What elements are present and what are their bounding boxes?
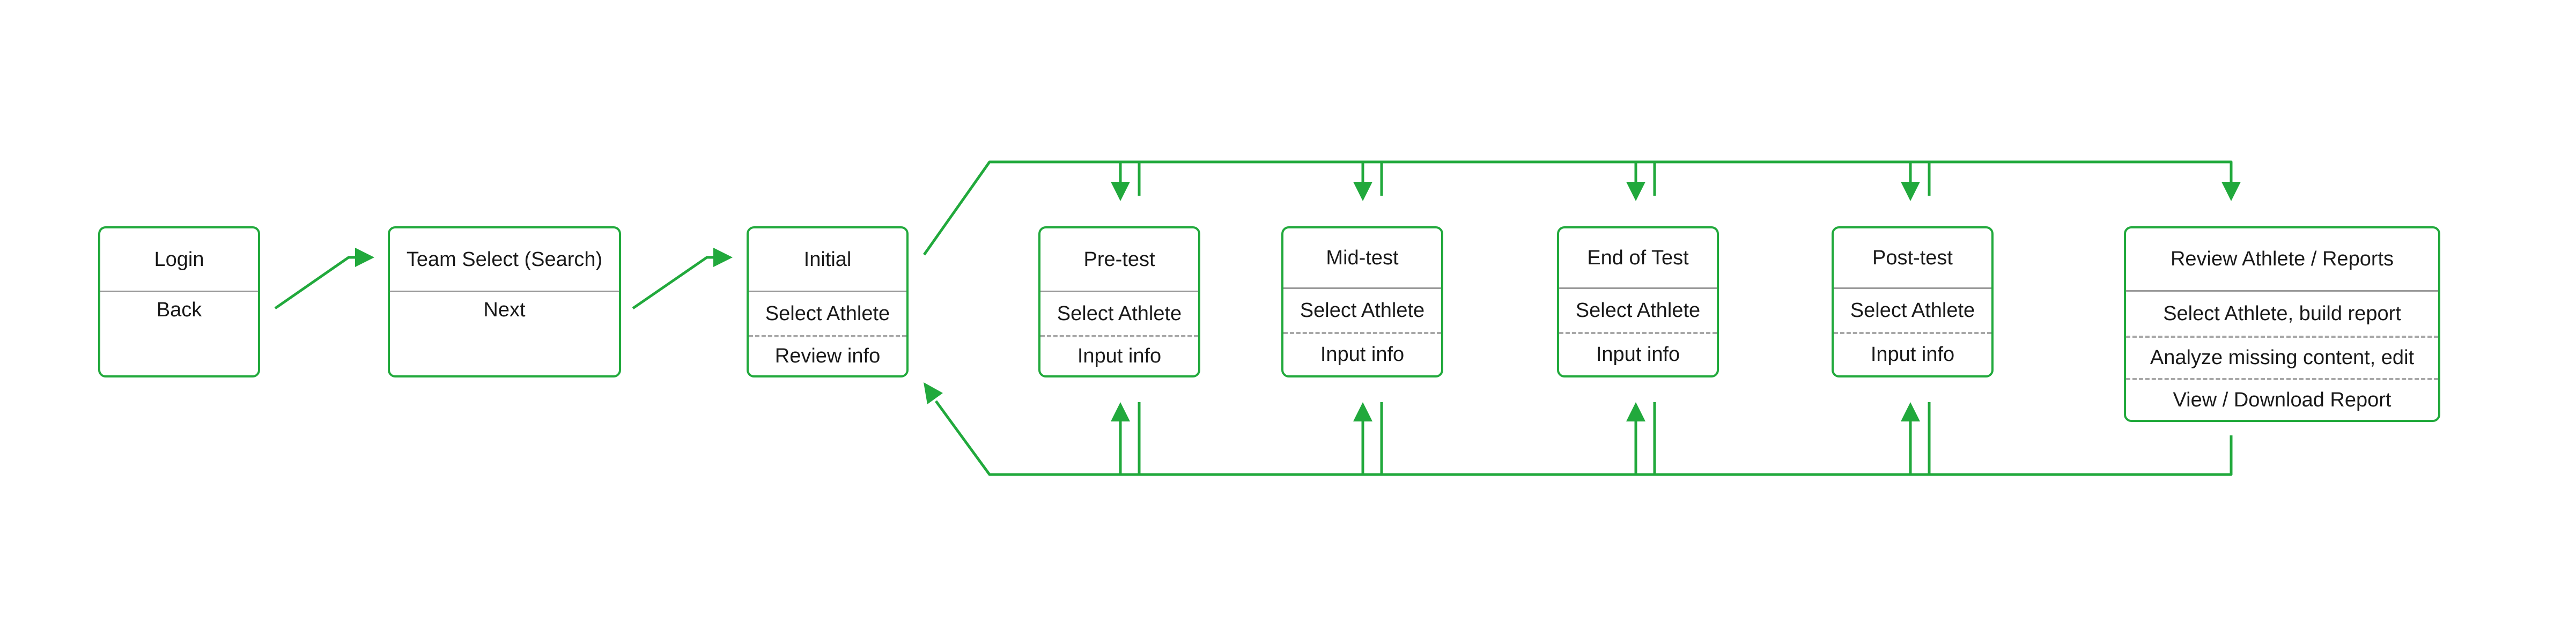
box-row: Input info bbox=[1834, 332, 1991, 375]
arrowhead bbox=[1901, 402, 1920, 421]
box-title: Login bbox=[100, 228, 258, 292]
box-title: Mid-test bbox=[1283, 228, 1441, 289]
posttest-box: Post-test Select Athlete Input info bbox=[1832, 226, 1994, 377]
top-bus-line bbox=[922, 160, 2233, 256]
box-row: Select Athlete bbox=[1575, 299, 1701, 322]
arrowhead bbox=[1626, 402, 1645, 421]
box-title: Post-test bbox=[1834, 228, 1991, 289]
team-select-box: Team Select (Search) Next bbox=[388, 226, 621, 377]
arrowhead bbox=[1626, 182, 1645, 201]
arrowhead bbox=[355, 248, 374, 267]
box-row: Select Athlete bbox=[1850, 299, 1975, 322]
box-row: Select Athlete bbox=[765, 302, 890, 325]
box-row: Review info bbox=[749, 335, 906, 375]
box-row: Select Athlete bbox=[1057, 302, 1182, 325]
initial-box: Initial Select Athlete Review info bbox=[747, 226, 909, 377]
box-row: Back bbox=[156, 299, 202, 321]
box-row: Analyze missing content, edit bbox=[2126, 336, 2438, 378]
box-row: Next bbox=[483, 299, 526, 321]
arrowhead bbox=[1353, 402, 1372, 421]
bottom-bus-line bbox=[934, 400, 2233, 476]
arrowhead bbox=[2221, 182, 2241, 201]
arrowhead bbox=[1901, 182, 1920, 201]
box-title: Review Athlete / Reports bbox=[2126, 228, 2438, 292]
arrow-team-to-initial bbox=[632, 256, 719, 310]
endtest-box: End of Test Select Athlete Input info bbox=[1557, 226, 1719, 377]
box-row: Input info bbox=[1559, 332, 1717, 375]
box-row: Select Athlete bbox=[1300, 299, 1425, 322]
arrowhead bbox=[1353, 182, 1372, 201]
arrow-login-to-team bbox=[274, 256, 360, 310]
arrowhead bbox=[924, 382, 943, 404]
review-reports-box: Review Athlete / Reports Select Athlete,… bbox=[2124, 226, 2440, 422]
box-row: View / Download Report bbox=[2126, 378, 2438, 420]
box-row: Select Athlete, build report bbox=[2163, 302, 2401, 325]
box-title: End of Test bbox=[1559, 228, 1717, 289]
login-box: Login Back bbox=[98, 226, 260, 377]
arrowhead bbox=[713, 248, 733, 267]
midtest-box: Mid-test Select Athlete Input info bbox=[1281, 226, 1443, 377]
box-row: Input info bbox=[1040, 335, 1198, 375]
pretest-box: Pre-test Select Athlete Input info bbox=[1038, 226, 1200, 377]
box-title: Team Select (Search) bbox=[390, 228, 619, 292]
box-title: Pre-test bbox=[1040, 228, 1198, 292]
box-row: Input info bbox=[1283, 332, 1441, 375]
arrowhead bbox=[1111, 182, 1130, 201]
box-title: Initial bbox=[749, 228, 906, 292]
arrowhead bbox=[1111, 402, 1130, 421]
